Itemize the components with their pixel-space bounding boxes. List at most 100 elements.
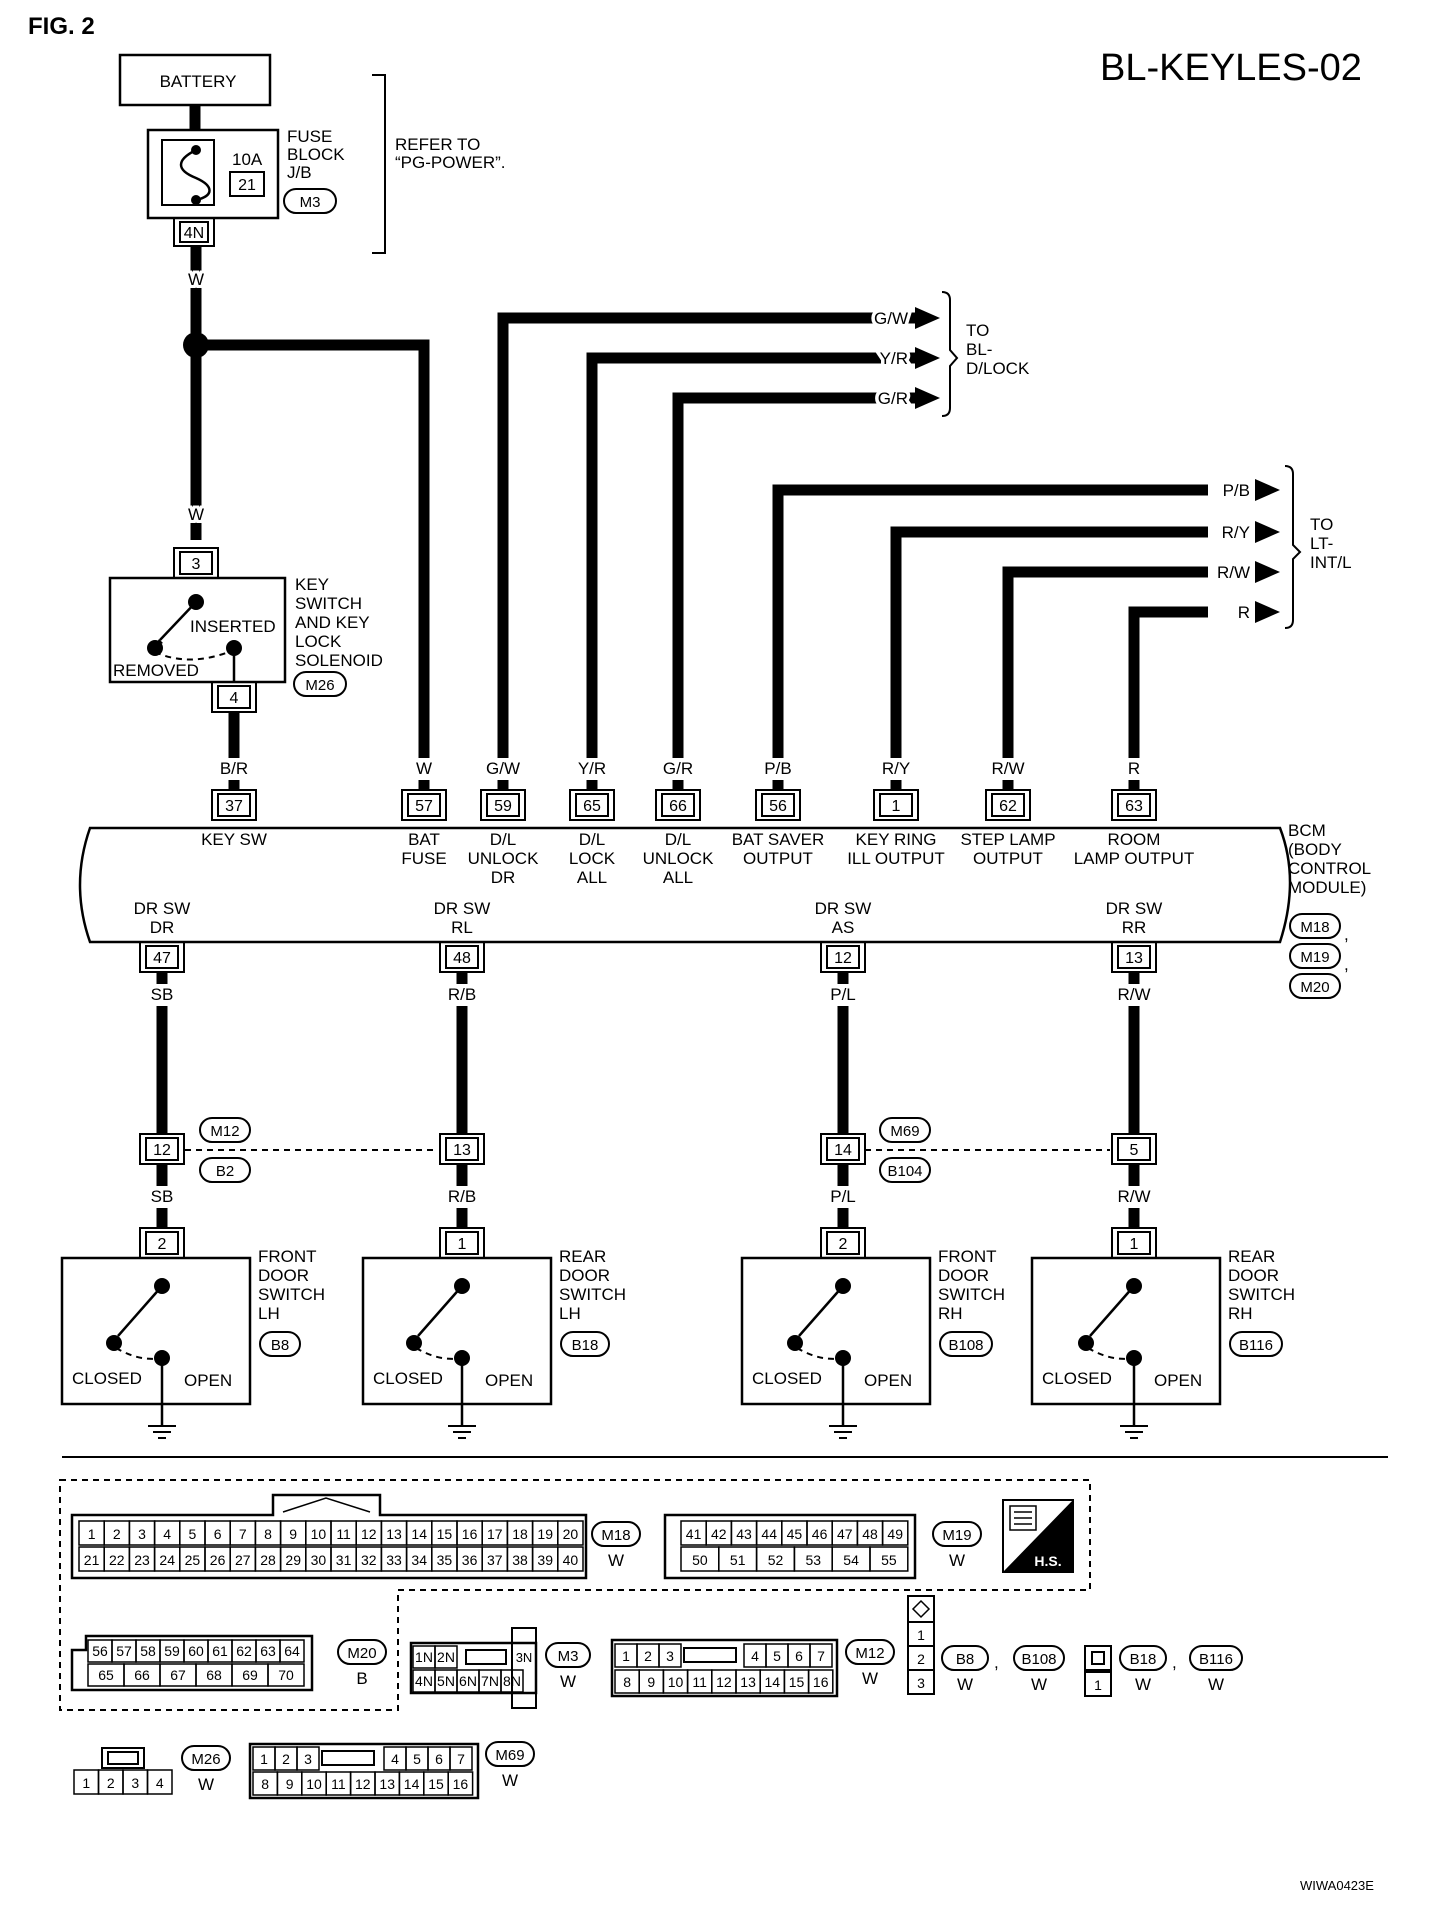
connector-pin-number: 23 <box>134 1552 150 1568</box>
inline-pin-number: 12 <box>153 1142 171 1159</box>
door-switch-name: SWITCH <box>1228 1285 1295 1304</box>
battery: BATTERY <box>118 53 272 107</box>
fuse-connector-badge: M3 <box>283 188 337 214</box>
connector-pin-number: 14 <box>411 1526 427 1542</box>
connector-id: M69 <box>495 1747 524 1764</box>
bcm-top-pin-label: UNLOCK <box>643 849 715 868</box>
key-switch-name-3: AND KEY <box>295 613 370 632</box>
fuse-number: 21 <box>238 177 256 194</box>
connector-pin-number: 60 <box>188 1643 204 1659</box>
connector-pin-number: 64 <box>284 1643 300 1659</box>
connector-pin-number: 3 <box>917 1675 925 1691</box>
closed-label: CLOSED <box>72 1369 142 1388</box>
connector-color: W <box>957 1675 973 1694</box>
key-removed-label: REMOVED <box>113 661 199 680</box>
connector-pin-number: 5 <box>413 1751 421 1767</box>
bcm-top-pin-number: 62 <box>999 798 1017 815</box>
dlock-wire-label: G/W <box>874 309 908 328</box>
door-switch-pin: 1 <box>1111 1227 1157 1259</box>
connector-pin-number: 68 <box>206 1667 222 1683</box>
connector-pin-number: 53 <box>806 1552 822 1568</box>
bcm-connector-m19: M19 <box>1289 943 1341 969</box>
door-switch-name: DOOR <box>938 1266 989 1285</box>
bcm-name-3: CONTROL <box>1288 859 1371 878</box>
connector-pin-number: 3 <box>131 1775 139 1791</box>
ground-icon <box>148 1425 176 1439</box>
key-switch-connector-badge: M26 <box>293 671 347 697</box>
svg-text:,: , <box>994 1653 999 1672</box>
bcm-top-pin-label: D/L <box>579 830 605 849</box>
svg-text:M18: M18 <box>1300 919 1329 936</box>
connector-pin-number: 7N <box>481 1673 499 1689</box>
bcm-top-pin-label: LOCK <box>569 849 616 868</box>
svg-text:M69: M69 <box>890 1123 919 1140</box>
connector-pin-number: 47 <box>837 1526 853 1542</box>
connector-pin-number: 12 <box>716 1674 732 1690</box>
dlock-wire-label: G/R <box>878 389 908 408</box>
door-switch-name: DOOR <box>1228 1266 1279 1285</box>
ground-icon <box>448 1425 476 1439</box>
connector-pin-number: 2N <box>437 1649 455 1665</box>
connector-pin-number: 14 <box>765 1674 781 1690</box>
bcm-top-pin-number: 66 <box>669 798 687 815</box>
bcm-top-pin-label: ROOM <box>1108 830 1161 849</box>
svg-text:M26: M26 <box>305 677 334 694</box>
door-switch-pin: 1 <box>439 1227 485 1259</box>
inline-pin-number: 5 <box>1130 1142 1139 1159</box>
door-switch-name: DOOR <box>559 1266 610 1285</box>
svg-text:,: , <box>1344 925 1349 944</box>
arrow-icon <box>915 307 940 329</box>
door-switch-connector: B8 <box>271 1337 289 1354</box>
bcm-bottom-pin-label: DR SW <box>434 899 491 918</box>
arrow-icon <box>1255 521 1280 543</box>
connector-pin-number: 10 <box>311 1526 327 1542</box>
inline-pin: 5 <box>1111 1133 1157 1165</box>
bcm-top-pin-number: 1 <box>892 798 901 815</box>
key-switch-name-2: SWITCH <box>295 594 362 613</box>
bcm-top-pin-label: LAMP OUTPUT <box>1074 849 1195 868</box>
connector-pin-number: 40 <box>563 1552 579 1568</box>
connector-pin-number: 15 <box>789 1674 805 1690</box>
connector-pin-number: 57 <box>116 1643 132 1659</box>
bcm-top-pin-label: BAT <box>408 830 440 849</box>
inline-pin-number: 13 <box>453 1142 471 1159</box>
bcm-top-pin-label: OUTPUT <box>973 849 1043 868</box>
connector-pin-number: 6 <box>214 1526 222 1542</box>
connector-id: B8 <box>956 1651 974 1668</box>
connector-pin-number: 66 <box>134 1667 150 1683</box>
door-switch-connector: B116 <box>1239 1337 1273 1354</box>
svg-text:B104: B104 <box>887 1163 922 1180</box>
bcm-top-pin: 57 <box>401 789 447 821</box>
connector-pin-number: 2 <box>113 1526 121 1542</box>
bcm-top-pin: 1 <box>873 789 919 821</box>
bcm-bottom-pin-label: RL <box>451 918 473 937</box>
door-switch-name: RH <box>1228 1304 1253 1323</box>
inline-connector-m12: M12 <box>199 1117 251 1143</box>
to-dlock-arrows: G/WY/RG/R <box>871 306 940 412</box>
door-switch-name: SWITCH <box>559 1285 626 1304</box>
bcm-bottom-pin-label: DR SW <box>815 899 872 918</box>
connector-pin-number: 7 <box>239 1526 247 1542</box>
connector-color: W <box>502 1771 518 1790</box>
connector-pin-number: 31 <box>336 1552 352 1568</box>
connector-pin-number: 16 <box>813 1674 829 1690</box>
bcm-bottom-pin-number: 12 <box>834 950 852 967</box>
connector-pin-number: 33 <box>386 1552 402 1568</box>
connector-pin-number: 3N <box>516 1650 533 1665</box>
bcm-bottom-pin: 12 <box>820 941 866 973</box>
connector-pin-number: 2 <box>107 1775 115 1791</box>
connector-pin-number: 52 <box>768 1552 784 1568</box>
ltint-line-1: TO <box>1310 515 1333 534</box>
door-switch-pin-number: 1 <box>1130 1236 1139 1253</box>
open-label: OPEN <box>485 1371 533 1390</box>
door-switch-name: REAR <box>559 1247 606 1266</box>
bcm-top-wire-color: W <box>416 759 432 778</box>
connector-pin-number: 4 <box>391 1751 399 1767</box>
bcm-bottom-pin-number: 13 <box>1125 950 1143 967</box>
dlock-line-2: BL- <box>966 340 992 359</box>
wire-label-w-2: W <box>188 505 204 524</box>
